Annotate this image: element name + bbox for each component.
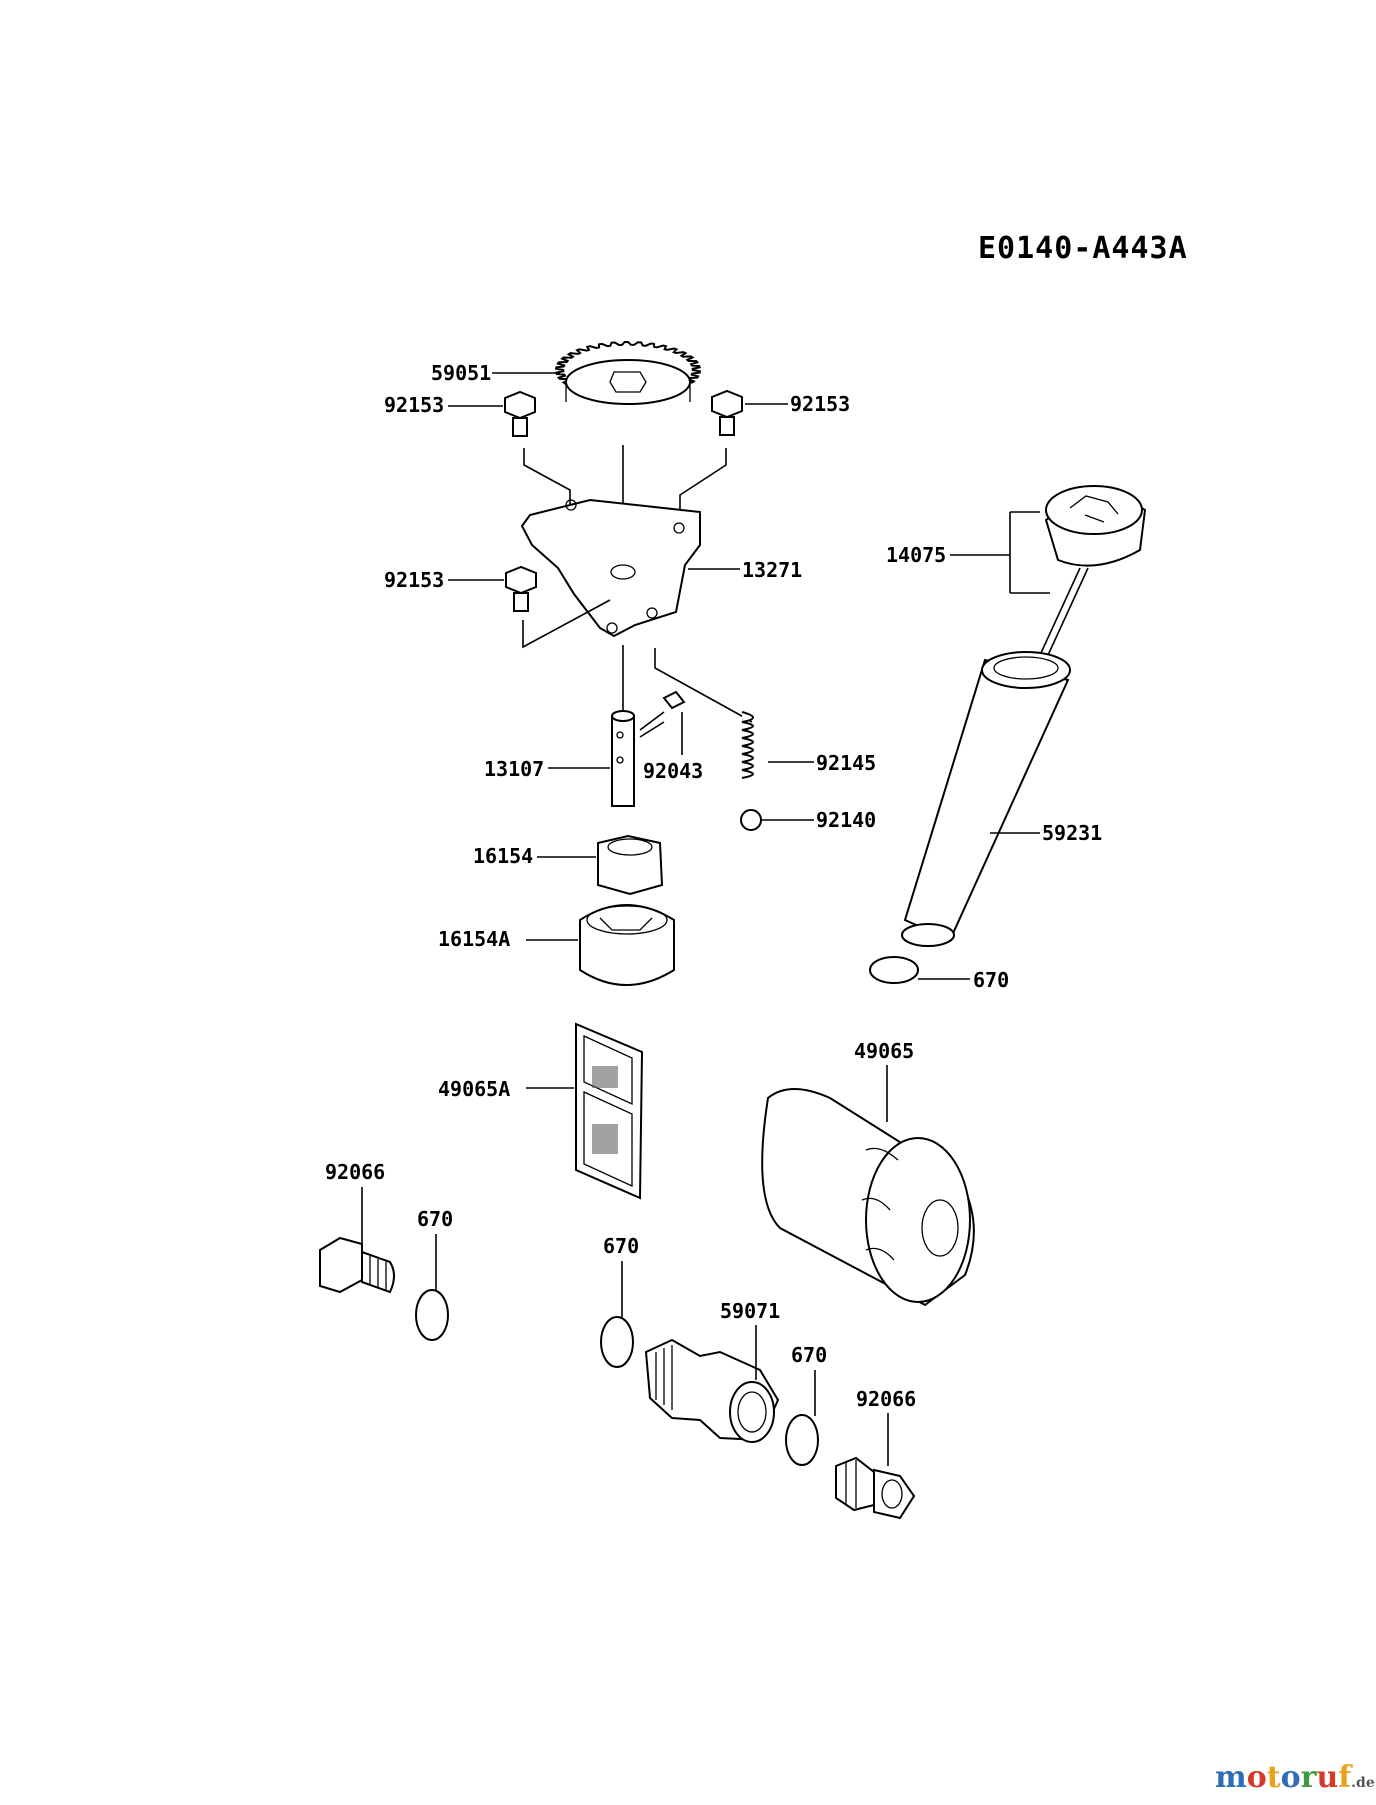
plug-right-part: [835, 1456, 916, 1520]
inner-rotor-part: [597, 834, 664, 896]
label-inner-rotor: 16154: [473, 844, 533, 868]
label-oring-left: 670: [417, 1207, 453, 1231]
label-pin: 92043: [643, 759, 703, 783]
label-spring: 92145: [816, 751, 876, 775]
label-gear: 59051: [431, 361, 491, 385]
oring-right-part: [785, 1414, 819, 1466]
bolt-top-left-part: [504, 390, 536, 437]
label-screen: 49065A: [438, 1077, 510, 1101]
diagram-code: E0140-A443A: [978, 231, 1188, 266]
label-shaft: 13107: [484, 757, 544, 781]
label-plug-right: 92066: [856, 1387, 916, 1411]
oring-center-part: [600, 1316, 634, 1368]
outer-rotor-part: [579, 904, 675, 986]
gear-part: [554, 341, 702, 405]
label-outer-rotor: 16154A: [438, 927, 510, 951]
label-oil-filter: 49065: [854, 1039, 914, 1063]
shaft-part: [611, 710, 635, 807]
watermark-letter: o: [1281, 1760, 1301, 1795]
label-bolt-top-right: 92153: [790, 392, 850, 416]
bolt-mid-left-part: [505, 565, 537, 612]
watermark-logo: motoruf.de: [1215, 1760, 1375, 1795]
fitting-part: [644, 1338, 780, 1443]
watermark-suffix: .de: [1351, 1775, 1375, 1791]
label-bolt-top-left: 92153: [384, 393, 444, 417]
watermark-letter: r: [1301, 1760, 1318, 1795]
tube-part: [901, 651, 1071, 947]
label-oring-right: 670: [791, 1343, 827, 1367]
label-ball: 92140: [816, 808, 876, 832]
bolt-top-right-part: [711, 389, 743, 436]
plate-part: [520, 498, 701, 638]
label-oring-center: 670: [603, 1234, 639, 1258]
label-plate: 13271: [742, 558, 802, 582]
label-bolt-mid-left: 92153: [384, 568, 444, 592]
oil-filter-part: [761, 1088, 975, 1307]
plug-left-part: [319, 1236, 395, 1294]
label-dipstick-cap: 14075: [886, 543, 946, 567]
watermark-letter: o: [1247, 1760, 1267, 1795]
spring-part: [741, 711, 754, 779]
watermark-letter: m: [1215, 1760, 1247, 1795]
pin-part: [662, 690, 686, 710]
label-oring-tube: 670: [973, 968, 1009, 992]
screen-part: [575, 1022, 644, 1200]
oring-tube-part: [869, 956, 919, 984]
watermark-letter: u: [1316, 1760, 1338, 1795]
ball-part: [740, 809, 762, 831]
label-fitting: 59071: [720, 1299, 780, 1323]
oring-left-part: [415, 1289, 449, 1341]
label-plug-left: 92066: [325, 1160, 385, 1184]
label-tube: 59231: [1042, 821, 1102, 845]
watermark-letter: f: [1338, 1760, 1353, 1795]
watermark-letter: t: [1267, 1760, 1281, 1795]
